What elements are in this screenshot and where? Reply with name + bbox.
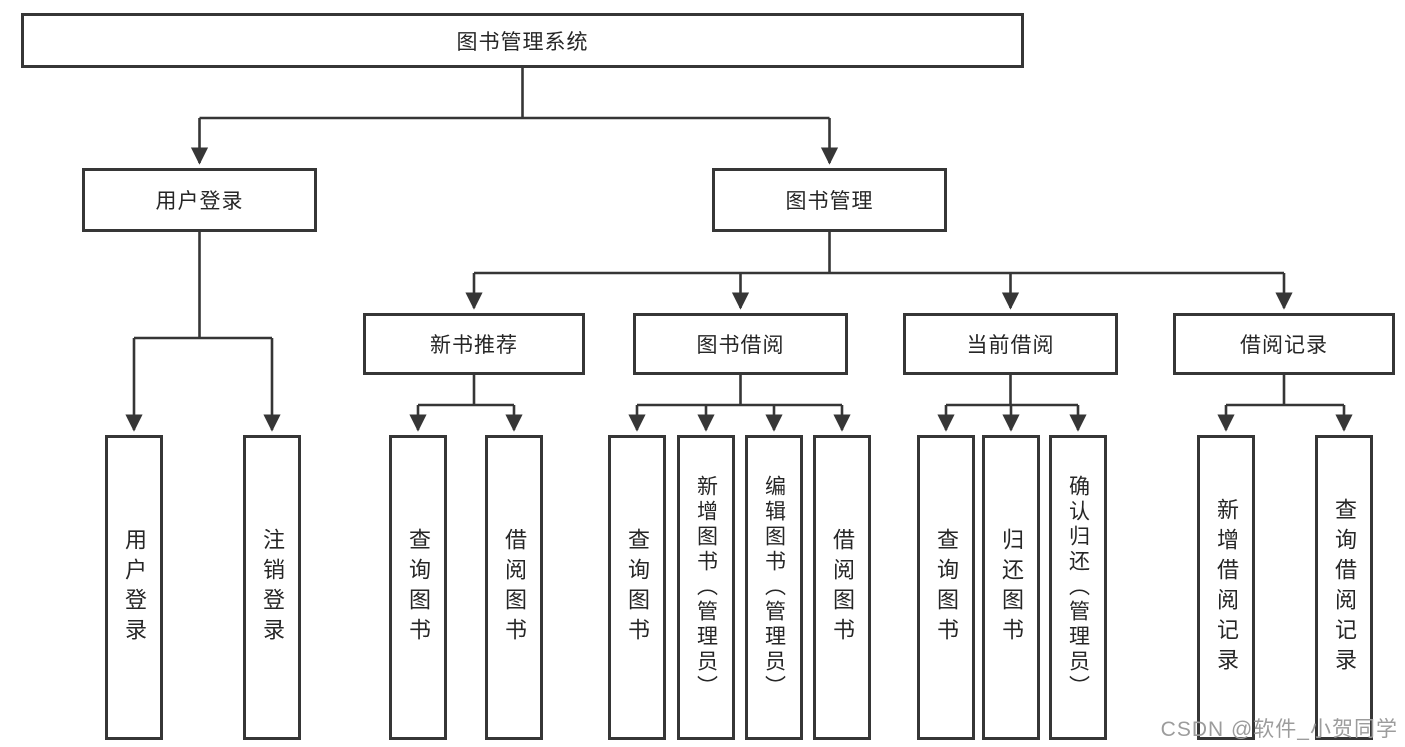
node-label: 用户登录 [155,190,244,213]
node-current-borrow: 当前借阅 [903,313,1118,375]
node-label: 借阅图书 [830,527,855,648]
node-leaf-confirm-return-admin: 确认归还（管理员） [1049,435,1107,740]
node-leaf-query-books: 查询图书 [917,435,975,740]
node-label: 编辑图书（管理员） [762,475,786,700]
node-leaf-return-books: 归还图书 [982,435,1040,740]
node-leaf-query-books: 查询图书 [389,435,447,740]
node-label: 用户登录 [122,527,147,648]
node-leaf-edit-books-admin: 编辑图书（管理员） [745,435,803,740]
node-label: 查询图书 [625,527,650,648]
node-leaf-borrow-books: 借阅图书 [485,435,543,740]
node-label: 确认归还（管理员） [1066,475,1090,700]
node-label: 借阅图书 [502,527,527,648]
node-label: 查询借阅记录 [1332,497,1357,678]
csdn-watermark: CSDN @软件_小贺同学 [1160,718,1398,741]
node-label: 图书借阅 [696,334,785,357]
node-user-login: 用户登录 [82,168,317,232]
node-leaf-user-login: 用户登录 [105,435,163,740]
node-book-borrow: 图书借阅 [633,313,848,375]
node-label: 图书管理 [785,190,874,213]
node-leaf-borrow-books: 借阅图书 [813,435,871,740]
node-label: 注销登录 [260,527,285,648]
node-label: 查询图书 [934,527,959,648]
node-borrow-records: 借阅记录 [1173,313,1395,375]
node-label: 新增借阅记录 [1214,497,1239,678]
node-leaf-logout: 注销登录 [243,435,301,740]
node-label: 当前借阅 [966,334,1055,357]
node-label: 归还图书 [999,527,1024,648]
node-leaf-add-books-admin: 新增图书（管理员） [677,435,735,740]
node-label: 图书管理系统 [456,30,589,54]
node-leaf-add-borrow-record: 新增借阅记录 [1197,435,1255,740]
node-new-book-recommend: 新书推荐 [363,313,585,375]
node-book-management: 图书管理 [712,168,947,232]
node-label: 借阅记录 [1240,334,1328,357]
node-label: 查询图书 [406,527,431,648]
node-leaf-query-borrow-record: 查询借阅记录 [1315,435,1373,740]
node-label: 新增图书（管理员） [694,475,718,700]
node-label: 新书推荐 [430,334,518,357]
node-leaf-query-books: 查询图书 [608,435,666,740]
node-library-management-system: 图书管理系统 [21,13,1024,68]
